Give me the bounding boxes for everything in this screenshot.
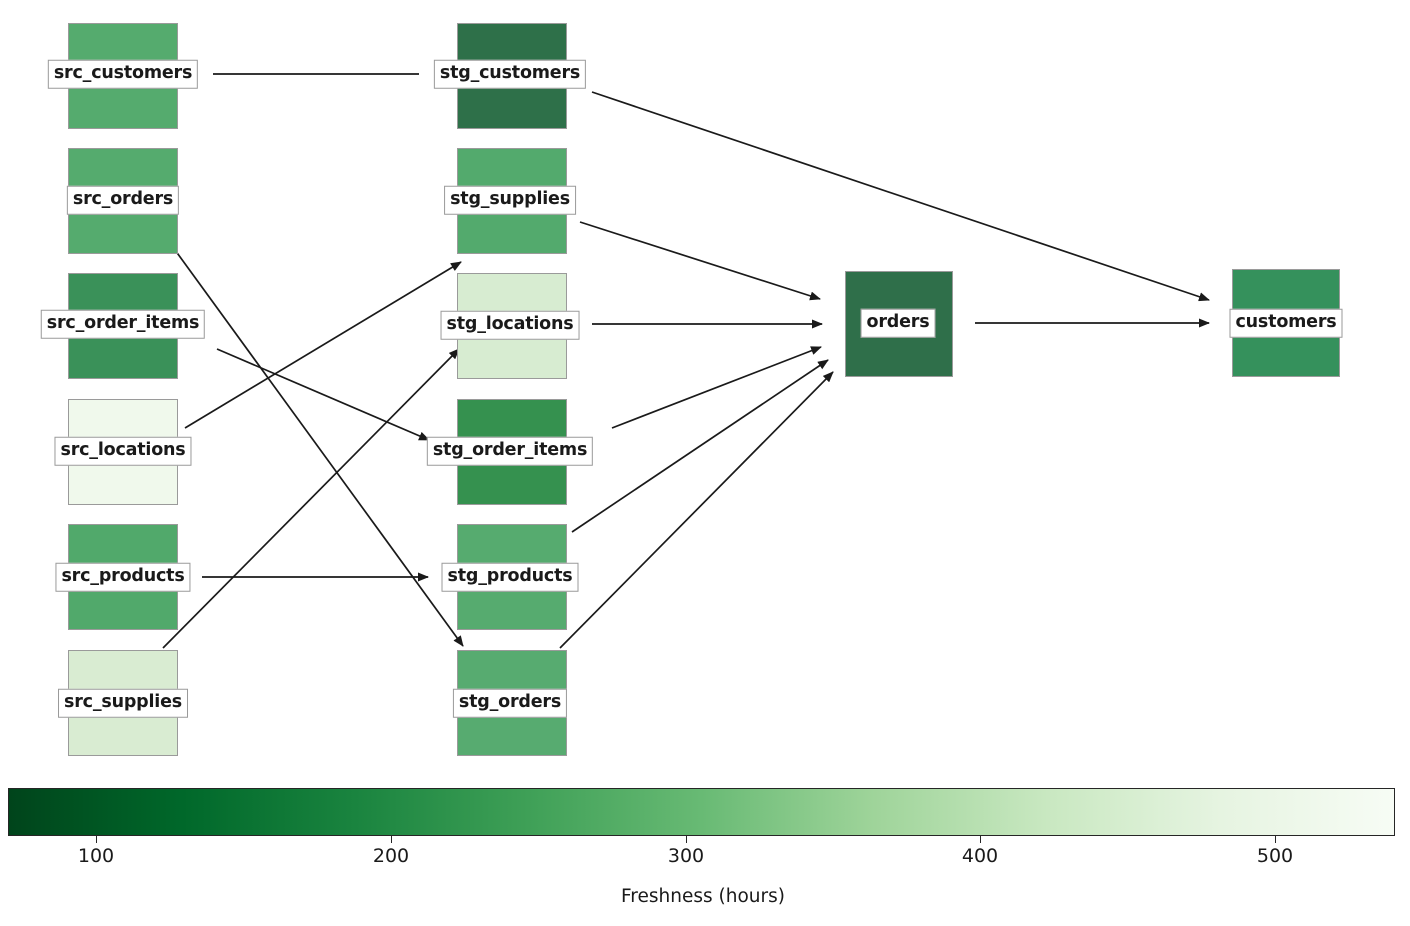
- colorbar-tick-label-100: 100: [77, 845, 115, 867]
- node-label-customers: customers: [1229, 308, 1343, 338]
- colorbar-tick-200: [391, 836, 392, 843]
- colorbar-ticks: 100 200 300 400 500: [8, 836, 1395, 882]
- colorbar-tick-400: [980, 836, 981, 843]
- node-label-stg_products: stg_products: [441, 562, 579, 592]
- edge-stg_products-to-orders: [571, 359, 829, 533]
- colorbar-tick-label-500: 500: [1256, 845, 1294, 867]
- node-label-src_order_items: src_order_items: [40, 309, 206, 339]
- colorbar-tick-500: [1275, 836, 1276, 843]
- edge-src_supplies-to-stg_supplies: [162, 348, 460, 649]
- node-label-src_products: src_products: [55, 562, 191, 592]
- node-label-src_locations: src_locations: [54, 436, 192, 466]
- node-label-stg_order_items: stg_order_items: [426, 436, 594, 466]
- edge-src_order_items-to-stg_order_items: [216, 348, 430, 441]
- colorbar-tick-label-400: 400: [961, 845, 999, 867]
- node-label-src_orders: src_orders: [66, 185, 180, 215]
- edge-stg_orders-to-orders: [559, 371, 834, 649]
- node-label-stg_supplies: stg_supplies: [444, 185, 576, 215]
- colorbar: 100 200 300 400 500: [8, 788, 1395, 882]
- colorbar-axis-label: Freshness (hours): [0, 886, 1410, 907]
- edge-src_orders-to-stg_orders: [174, 249, 464, 647]
- node-label-stg_customers: stg_customers: [433, 59, 587, 89]
- edge-stg_order_items-to-orders: [611, 346, 822, 429]
- colorbar-tick-300: [686, 836, 687, 843]
- colorbar-gradient: [8, 788, 1395, 836]
- node-label-src_customers: src_customers: [47, 59, 199, 89]
- colorbar-tick-label-200: 200: [372, 845, 410, 867]
- colorbar-tick-label-300: 300: [667, 845, 705, 867]
- node-label-src_supplies: src_supplies: [58, 688, 188, 718]
- edge-stg_customers-to-customers: [591, 91, 1210, 302]
- node-label-orders: orders: [860, 308, 936, 338]
- node-label-stg_locations: stg_locations: [440, 310, 580, 340]
- node-label-stg_orders: stg_orders: [452, 688, 568, 718]
- colorbar-axis-label-text: Freshness (hours): [621, 886, 785, 907]
- edge-stg_supplies-to-orders: [579, 221, 821, 301]
- colorbar-tick-100: [96, 836, 97, 843]
- edge-src_locations-to-stg_locations: [184, 261, 462, 429]
